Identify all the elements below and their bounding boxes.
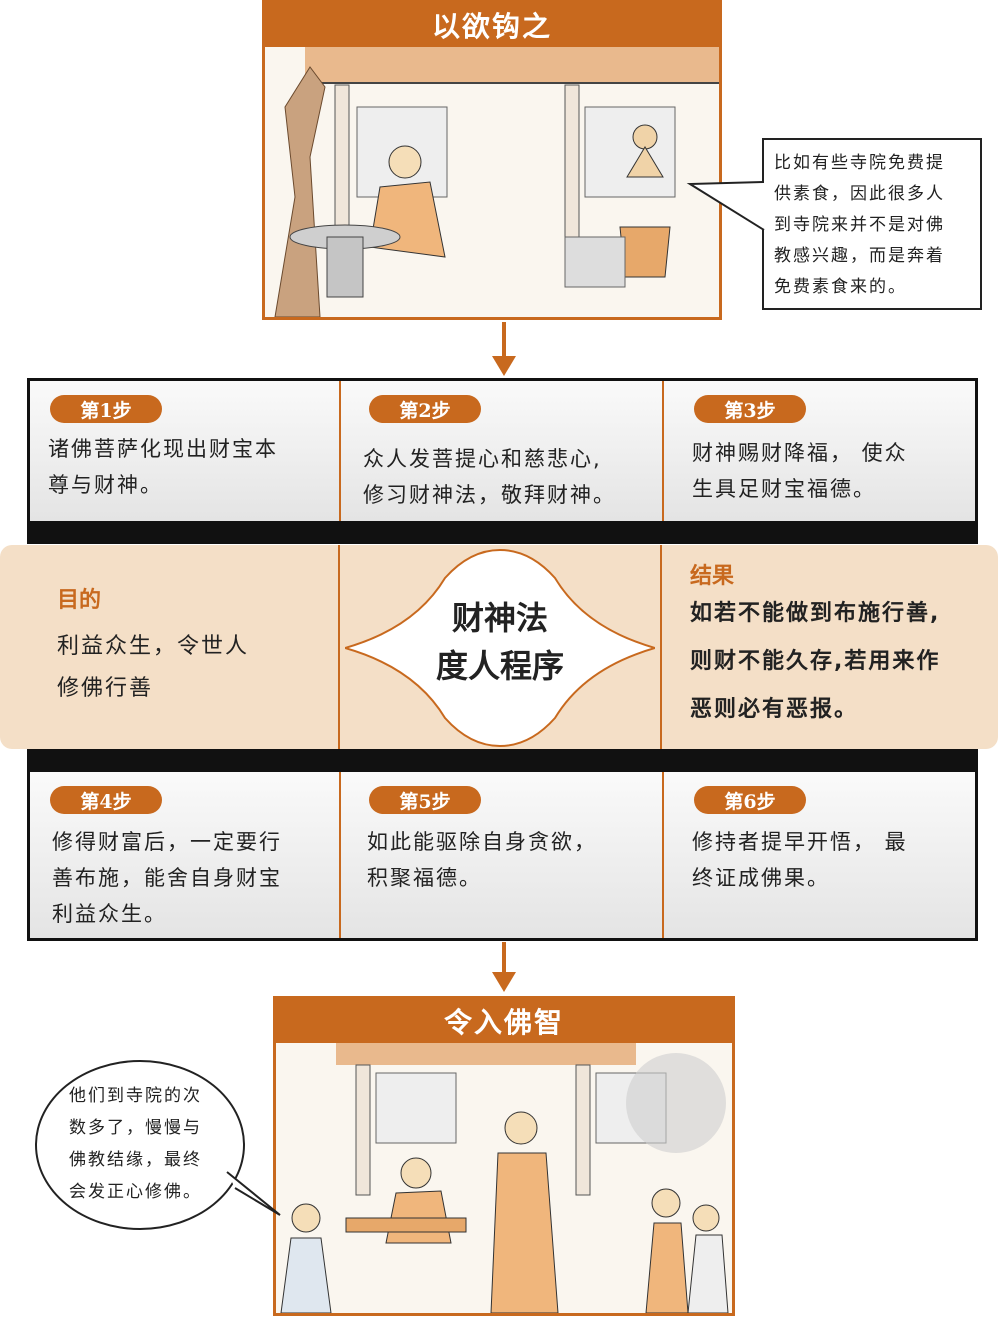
- center-title: 财神法 度人程序: [435, 599, 564, 685]
- step-4-text: 修得财富后，一定要行 善布施，能舍自身财宝 利益众生。: [52, 830, 282, 926]
- bottom-panel-title: 令入佛智: [276, 999, 732, 1043]
- bubble-line: 教感兴趣，而是奔着: [774, 246, 945, 266]
- arrow-down-icon: [492, 942, 516, 992]
- bottom-steps-band: 第4步 修得财富后，一定要行 善布施，能舍自身财宝 利益众生。 第5步 如此能驱…: [27, 769, 978, 941]
- divider-bar-top: [27, 522, 978, 544]
- step-4-badge: 第4步: [50, 786, 162, 814]
- bottom-bubble-tail: [226, 1171, 281, 1216]
- step-4-cell: 第4步 修得财富后，一定要行 善布施，能舍自身财宝 利益众生。: [30, 772, 340, 938]
- step-1-text: 诸佛菩萨化现出财宝本 尊与财神。: [48, 437, 278, 497]
- bottom-illustration-panel: 令入佛智: [273, 996, 735, 1316]
- purpose-title: 目的: [57, 588, 102, 613]
- top-illustration-panel: 以欲钩之: [262, 0, 722, 320]
- bottom-speech-bubble: 他们到寺院的次 数多了，慢慢与 佛教结缘，最终 会发正心修佛。: [35, 1060, 245, 1230]
- bubble-line: 他们到寺院的次: [69, 1086, 202, 1106]
- middle-divider-left: [338, 545, 340, 749]
- step-6-text: 修持者提早开悟， 最 终证成佛果。: [692, 830, 908, 890]
- arrow-down-icon: [492, 322, 516, 376]
- step-5-cell: 第5步 如此能驱除自身贪欲， 积聚福德。: [339, 772, 662, 938]
- bubble-line: 数多了，慢慢与: [69, 1118, 202, 1138]
- temple-dining-scene: [265, 47, 719, 317]
- middle-divider-right: [660, 545, 662, 749]
- divider-bar-bottom: [27, 749, 978, 771]
- top-speech-bubble: 比如有些寺院免费提 供素食，因此很多人 到寺院来并不是对佛 教感兴趣，而是奔着 …: [762, 138, 982, 310]
- step-2-text: 众人发菩提心和慈悲心, 修习财神法，敬拜财神。: [363, 447, 616, 507]
- step-5-text: 如此能驱除自身贪欲， 积聚福德。: [367, 830, 597, 890]
- center-scroll-shape: [345, 548, 655, 748]
- result-title: 结果: [690, 564, 735, 589]
- purpose-text: 利益众生，令世人 修佛行善: [57, 634, 250, 701]
- step-5-badge: 第5步: [369, 786, 481, 814]
- step-3-badge: 第3步: [694, 395, 806, 423]
- step-3-cell: 第3步 财神赐财降福， 使众 生具足财宝福德。: [662, 381, 975, 521]
- step-2-cell: 第2步 众人发菩提心和慈悲心, 修习财神法，敬拜财神。: [339, 381, 662, 521]
- step-6-badge: 第6步: [694, 786, 806, 814]
- result-text: 如若不能做到布施行善, 则财不能久存,若用来作 恶则必有恶报。: [690, 601, 941, 722]
- bubble-line: 会发正心修佛。: [69, 1182, 202, 1202]
- top-steps-band: 第1步 诸佛菩萨化现出财宝本 尊与财神。 第2步 众人发菩提心和慈悲心, 修习财…: [27, 378, 978, 524]
- step-2-badge: 第2步: [369, 395, 481, 423]
- temple-gathering-scene: [276, 1043, 732, 1313]
- top-panel-title: 以欲钩之: [265, 3, 719, 47]
- bubble-line: 供素食，因此很多人: [774, 184, 945, 204]
- top-bubble-tail: [686, 181, 765, 231]
- step-1-cell: 第1步 诸佛菩萨化现出财宝本 尊与财神。: [30, 381, 340, 521]
- bubble-line: 到寺院来并不是对佛: [774, 215, 945, 235]
- step-1-badge: 第1步: [50, 395, 162, 423]
- bubble-line: 免费素食来的。: [774, 277, 907, 297]
- step-6-cell: 第6步 修持者提早开悟， 最 终证成佛果。: [662, 772, 975, 938]
- bubble-line: 比如有些寺院免费提: [774, 153, 945, 173]
- bubble-line: 佛教结缘，最终: [69, 1150, 202, 1170]
- step-3-text: 财神赐财降福， 使众 生具足财宝福德。: [692, 441, 908, 501]
